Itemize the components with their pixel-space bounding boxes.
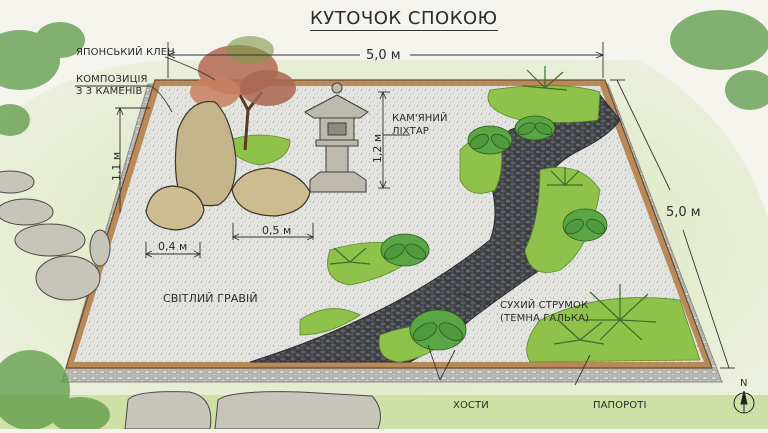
stepping-stones	[0, 170, 381, 430]
label-stone-lantern-2: ЛІХТАР	[392, 126, 429, 137]
dimension-round-stone: 0,5 м	[262, 224, 292, 237]
label-stone-lantern-1: КАМ'ЯНИЙ	[392, 113, 448, 124]
compass-north-label: N	[740, 378, 748, 389]
label-ferns: ПАПОРОТІ	[593, 400, 647, 411]
fern-plants	[329, 66, 657, 345]
dimension-lines	[75, 42, 735, 386]
small-stone	[145, 185, 205, 231]
label-light-gravel: СВІТЛИЙ ГРАВІЙ	[163, 292, 258, 305]
page-title: КУТОЧОК СПОКОЮ	[310, 8, 498, 31]
corner-foliage	[0, 10, 768, 433]
stone-composition	[145, 100, 311, 231]
dimension-stone-height: 1,1 м	[110, 151, 124, 182]
label-japanese-maple: ЯПОНСЬКИЙ КЛЕН	[76, 47, 175, 58]
label-dry-stream-2: (ТЕМНА ГАЛЬКА)	[500, 313, 590, 324]
label-dry-stream-1: СУХИЙ СТРУМОК	[500, 300, 589, 311]
label-hostas: ХОСТИ	[453, 400, 489, 411]
label-stone-composition-1: КОМПОЗИЦІЯ	[76, 74, 148, 85]
dimension-small-stone: 0,4 м	[158, 240, 188, 253]
label-stone-composition-2: З 3 КАМЕНІВ	[76, 86, 143, 97]
stone-lantern	[304, 82, 369, 193]
dimension-depth: 5,0 м	[666, 205, 701, 220]
hosta-plants	[380, 115, 608, 351]
japanese-maple-tree	[190, 36, 296, 151]
compass-icon	[733, 390, 755, 414]
dimension-width: 5,0 м	[366, 48, 401, 63]
dimension-lantern-height: 1,2 м	[371, 133, 385, 164]
